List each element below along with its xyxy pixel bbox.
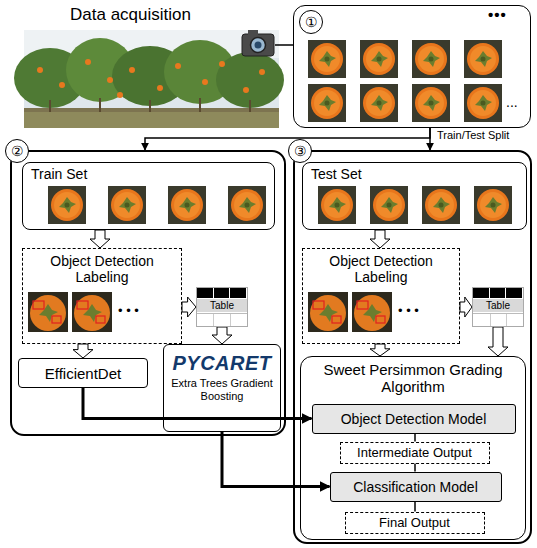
stage-panel: ③Test SetObject Detection LabelingTableS… [293, 150, 532, 544]
window-dots: ••• [488, 6, 507, 23]
block-arrow [460, 297, 472, 317]
table-header-cell [214, 288, 230, 298]
persimmon-thumbnails [48, 40, 512, 224]
node-body: Extra Trees Gradient Boosting [164, 375, 280, 403]
algorithm-box: Sweet Persimmon Grading AlgorithmObject … [300, 356, 526, 540]
node-label: Object Detection Labeling [303, 253, 459, 285]
node-label: Table [473, 299, 523, 312]
split-label: Train/Test Split [436, 129, 510, 142]
block-arrow [370, 344, 390, 356]
process-box: Object Detection Model [312, 404, 516, 434]
ellipsis: • • • [398, 304, 419, 319]
connector-line [414, 434, 416, 442]
node-label: Table [197, 299, 247, 312]
node-label: Object Detection Labeling [23, 253, 181, 285]
node-label: Classification Model [353, 479, 478, 495]
stage-panel: ②Train SetObject Detection LabelingTable… [10, 150, 286, 436]
labeling-box: Object Detection Labeling [22, 248, 182, 344]
model-flow-arrow [83, 388, 312, 419]
ellipsis: • • • [118, 304, 139, 319]
node-label: Object Detection Model [341, 411, 487, 427]
node-label: ③ [288, 139, 312, 163]
output-box: Final Output [345, 512, 485, 534]
output-box: Intermediate Output [340, 442, 490, 464]
connector-line [414, 464, 416, 472]
dataset-box: Train Set [22, 162, 275, 230]
node-label: Intermediate Output [357, 445, 472, 460]
connector-line [414, 502, 416, 512]
model-flow-arrow [222, 432, 330, 487]
labeling-box: Object Detection Labeling [302, 248, 460, 344]
table-box: Table [472, 287, 524, 327]
block-arrow [370, 230, 390, 248]
node-label: PYCARET [172, 351, 271, 375]
node-label: EfficientDet [45, 365, 121, 382]
node-label: Train Set [23, 163, 274, 185]
block-arrow [90, 230, 110, 248]
table-box: Table [196, 287, 248, 327]
node-label: ② [5, 139, 29, 163]
dataset-box: Test Set [302, 162, 527, 230]
table-header-cell [490, 288, 506, 298]
node-label: ① [299, 10, 323, 34]
process-box: Classification Model [330, 472, 502, 502]
table-header-cell [230, 288, 246, 298]
block-arrow [488, 327, 508, 356]
node-label: Final Output [379, 515, 450, 530]
table-grid [473, 313, 523, 326]
orchard-photo [14, 30, 284, 128]
camera-icon [242, 30, 293, 56]
block-arrow [73, 344, 93, 358]
block-arrow [182, 297, 196, 317]
connector-line [429, 128, 431, 150]
library-box: PYCARETExtra Trees Gradient Boosting [163, 344, 281, 432]
block-arrow [212, 327, 232, 344]
ellipsis: ... [506, 94, 518, 110]
section-title: Data acquisition [70, 5, 191, 25]
table-header-cell [473, 288, 489, 298]
node-label: Sweet Persimmon Grading Algorithm [307, 361, 519, 395]
node-label: Test Set [303, 163, 526, 185]
model-box: EfficientDet [18, 358, 148, 388]
table-header-cell [197, 288, 213, 298]
stage-window: ① [293, 5, 531, 128]
table-grid [197, 313, 247, 326]
table-header-cell [506, 288, 522, 298]
